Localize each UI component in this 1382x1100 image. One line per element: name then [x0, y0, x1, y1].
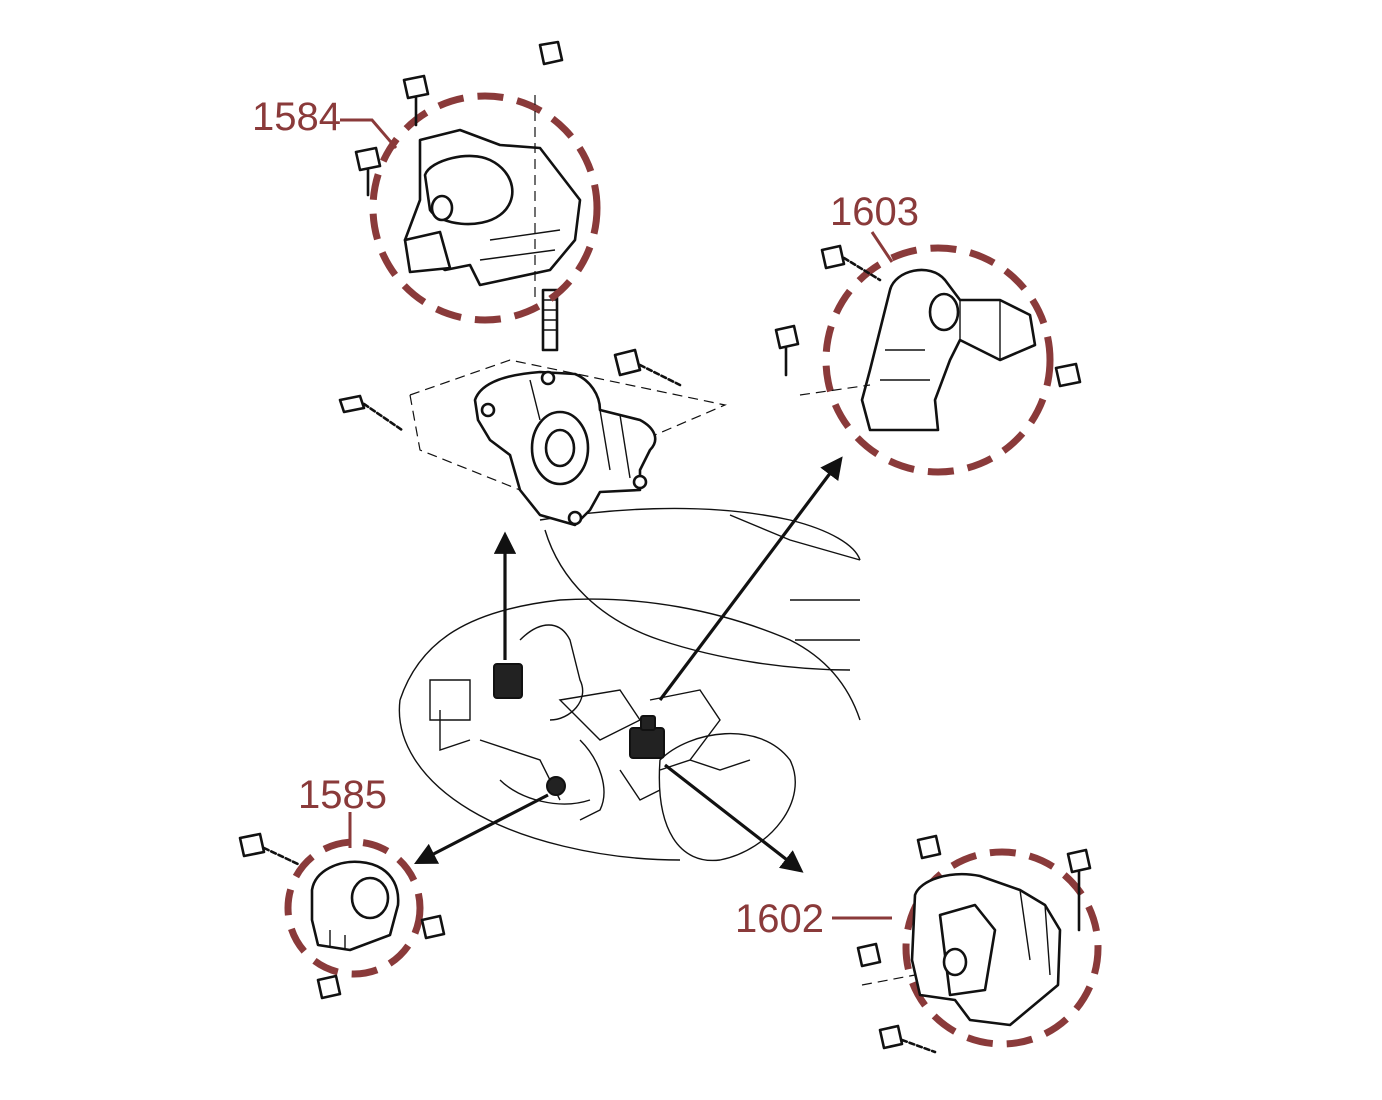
callout-ring-1584	[369, 92, 601, 324]
callout-label-1585: 1585	[298, 773, 387, 817]
callout-ring-1603	[822, 244, 1054, 476]
callout-ring-1602	[902, 848, 1102, 1048]
callout-label-1602: 1602	[735, 897, 824, 941]
leader-arrows	[414, 456, 843, 873]
vehicle-body-outline	[398, 507, 861, 862]
detail-1584	[354, 40, 601, 324]
callout-leaders	[340, 118, 894, 920]
mount-location-markers	[493, 663, 665, 796]
detail-1602	[856, 834, 1102, 1054]
callout-ring-1585	[284, 838, 424, 978]
detail-1603	[774, 244, 1082, 476]
callout-label-1584: 1584	[252, 95, 341, 139]
callout-label-1603: 1603	[830, 190, 919, 234]
transmission-bracket	[409, 359, 727, 527]
detail-1585	[238, 832, 446, 1000]
bracket-bolts	[338, 288, 682, 432]
